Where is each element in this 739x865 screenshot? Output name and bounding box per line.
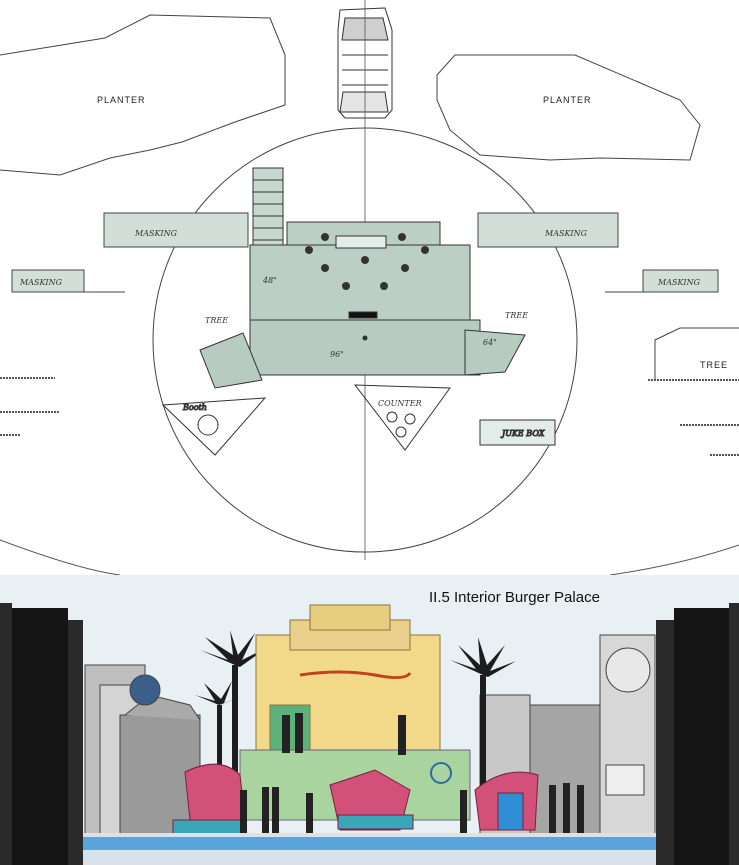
masking-upper-left: MASKING [103,212,249,248]
dim-right: 64" [483,338,497,347]
ground-plan: PLANTER PLANTER MASKING MASKING MASKING … [0,0,739,575]
svg-text:MASKING: MASKING [657,278,701,287]
dim-stair: 48" [262,276,277,285]
tree-right-small-label: TREE [505,311,528,320]
lower-arc-left [0,539,121,575]
svg-text:MASKING: MASKING [544,229,588,238]
masking-upper-right: MASKING [477,212,619,248]
booth-left: Booth [161,397,267,456]
turntable-circle [152,127,578,553]
lower-arc-right [609,544,739,575]
starburst-clock [430,762,452,784]
dim-front: 96" [330,350,344,359]
planter-left-label: PLANTER [97,95,146,105]
counter-label: COUNTER [378,399,422,408]
counter-unit [353,384,451,451]
svg-text:MASKING: MASKING [134,229,178,238]
masking-lower-left: MASKING [11,269,125,293]
tree-left-small-label: TREE [205,316,228,325]
svg-text:JUKE BOX: JUKE BOX [500,429,545,438]
platform-dots [305,233,429,341]
booth-center-elevation [329,769,414,831]
planter-right-label: PLANTER [543,95,592,105]
tree-right-label: TREE [700,360,728,370]
stage-platform [199,167,526,389]
masking-lower-right: MASKING [605,269,719,293]
svg-text:MASKING: MASKING [19,278,63,287]
masking-leg-right [656,603,739,865]
svg-text:Booth: Booth [182,403,207,412]
floor-glow [80,837,660,850]
planter-left-outline [0,14,286,176]
palm-right [450,637,516,795]
cast-figures [240,713,584,837]
booth-right-elevation [474,771,539,831]
palm-left [195,630,268,795]
masking-leg-left [0,603,83,865]
side-rails [0,377,739,456]
juke-box: JUKE BOX [479,419,556,446]
elevation-rendering: II.5 Interior Burger Palace [0,575,739,865]
planter-right-outline [436,54,701,161]
booth-left-elevation [172,763,246,836]
scene-title: II.5 Interior Burger Palace [429,589,600,606]
tree-right-outline [654,327,739,380]
